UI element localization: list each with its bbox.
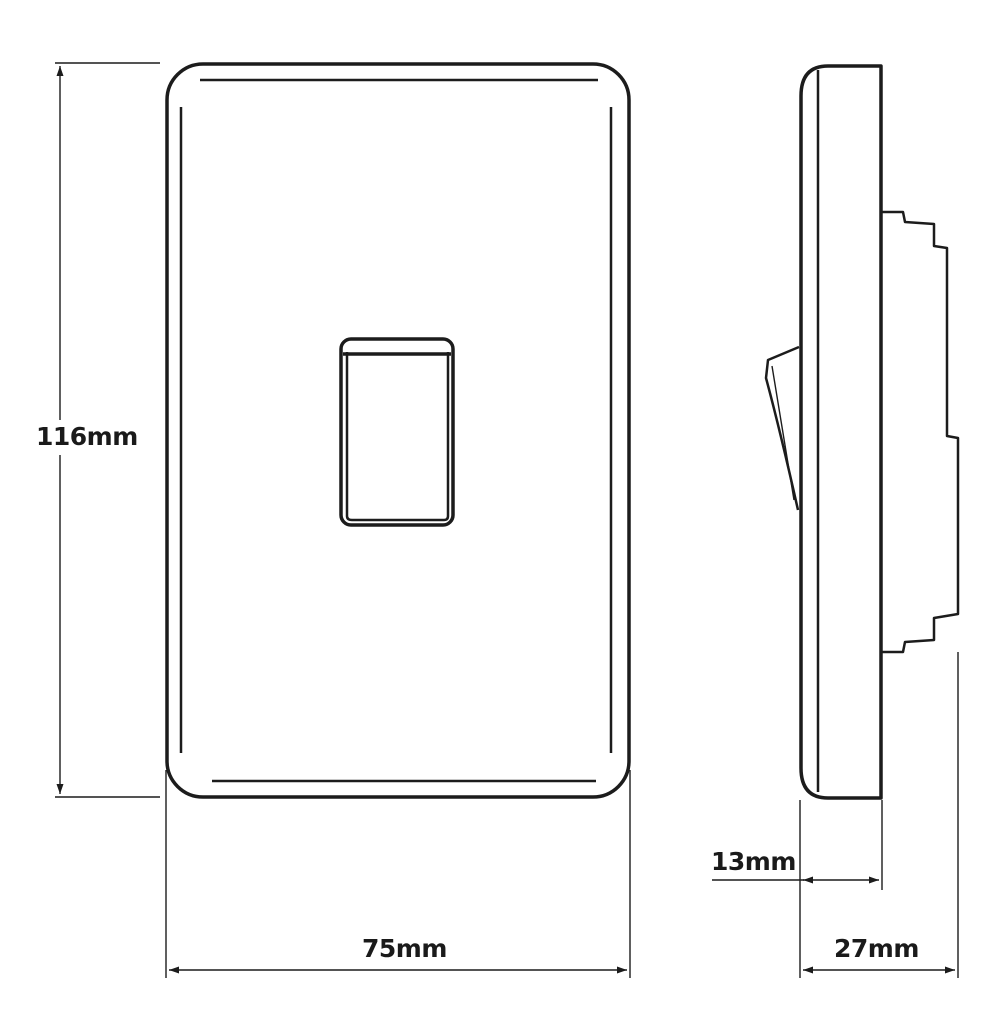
mechanism-body: [881, 210, 960, 654]
width-label: 75mm: [362, 934, 447, 963]
height-label: 116mm: [36, 422, 138, 451]
width-dimension: 75mm: [165, 770, 631, 978]
front-view: [165, 62, 631, 799]
rocker-button: [339, 337, 455, 527]
rocker-side-profile: [764, 345, 800, 511]
total-depth-dimension: 27mm: [799, 652, 959, 978]
plate-depth-dimension: 13mm: [711, 800, 883, 890]
plate-depth-label: 13mm: [711, 847, 796, 876]
height-dimension: 116mm: [36, 62, 160, 798]
rocker-side-edge: [771, 365, 795, 501]
side-view: [764, 64, 960, 800]
plate-side-profile: [799, 64, 883, 800]
total-depth-label: 27mm: [834, 934, 919, 963]
plate-outline: [165, 62, 631, 799]
